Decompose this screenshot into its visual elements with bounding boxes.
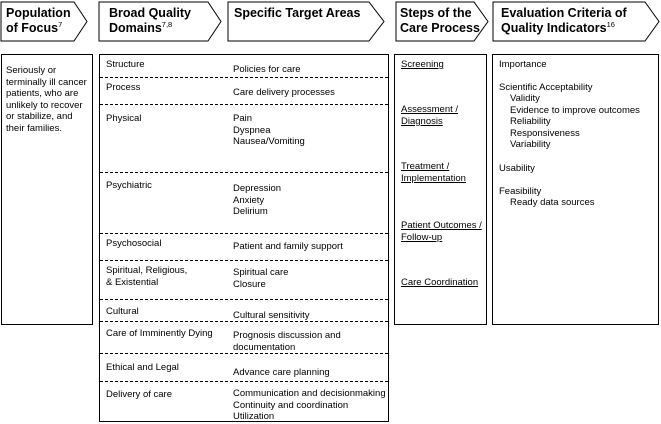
- criteria-responsiveness: Responsiveness: [510, 128, 580, 139]
- target-area-label: Cultural sensitivity: [233, 310, 310, 321]
- row-divider: [100, 260, 388, 261]
- criteria-box: Importance Scientific Acceptability Vali…: [492, 54, 659, 325]
- domain-label: Physical: [106, 113, 142, 124]
- population-header-line2: of Focus7: [6, 19, 63, 35]
- domains-header-line2: Domains7,8: [109, 19, 173, 35]
- steps-header: Steps of the Care Process: [400, 6, 480, 36]
- row-divider: [100, 77, 388, 78]
- criteria-usability: Usability: [499, 163, 535, 174]
- target-area-label: Communication and decisionmaking: [233, 388, 386, 399]
- domain-label: Care of Imminently Dying: [106, 328, 213, 339]
- criteria-variability: Variability: [510, 139, 551, 150]
- targets-header-line1: Specific Target Areas: [234, 6, 361, 20]
- care-step-label: Follow-up: [401, 231, 443, 243]
- criteria-feasibility: Feasibility: [499, 186, 542, 197]
- target-area-label: Policies for care: [233, 64, 301, 75]
- steps-header-line1: Steps of the: [400, 6, 472, 20]
- target-area-label: documentation: [233, 341, 296, 353]
- population-text: Seriously or terminally ill cancer patie…: [6, 65, 87, 134]
- row-divider: [100, 299, 388, 300]
- row-divider: [100, 381, 388, 382]
- criteria-ready-data: Ready data sources: [510, 197, 595, 208]
- criteria-evidence: Evidence to improve outcomes: [510, 105, 640, 116]
- target-area-label: Closure: [233, 278, 266, 290]
- target-area-label: Continuity and coordination: [233, 399, 349, 411]
- target-area-label: Depression: [233, 183, 282, 194]
- row-divider: [100, 353, 388, 354]
- population-header-line1: Population: [6, 6, 71, 20]
- target-area-label: Dyspnea: [233, 124, 271, 136]
- criteria-scientific: Scientific Acceptability: [499, 82, 593, 93]
- target-area-label: Care delivery processes: [233, 87, 335, 98]
- criteria-reliability: Reliability: [510, 116, 551, 127]
- domain-label: Structure: [106, 59, 145, 70]
- criteria-importance: Importance: [499, 59, 547, 70]
- row-divider: [100, 104, 388, 105]
- care-step-label: Screening: [401, 59, 444, 70]
- population-header-arrow: [0, 1, 88, 42]
- criteria-header-line1: Evaluation Criteria of: [501, 6, 627, 20]
- care-step-label: Assessment /: [401, 104, 459, 115]
- criteria-validity: Validity: [510, 93, 540, 104]
- domain-label: Cultural: [106, 306, 139, 317]
- domain-label: Process: [106, 82, 141, 93]
- care-step-label: Patient Outcomes /: [401, 220, 482, 231]
- row-divider: [100, 233, 388, 234]
- care-step-label: Implementation: [401, 172, 466, 184]
- criteria-header: Evaluation Criteria of Quality Indicator…: [501, 6, 627, 36]
- row-divider: [100, 321, 388, 322]
- target-area-label: Advance care planning: [233, 367, 330, 378]
- domains-header-arrow: [98, 1, 222, 42]
- criteria-header-arrow: [492, 1, 660, 42]
- domain-label: Psychosocial: [106, 238, 162, 249]
- care-step-label: Diagnosis: [401, 115, 443, 127]
- domain-label: & Existential: [106, 276, 159, 288]
- target-area-label: Spiritual care: [233, 267, 289, 278]
- criteria-header-line2: Quality Indicators16: [501, 19, 615, 35]
- steps-header-arrow: [395, 1, 489, 42]
- care-step-label: Treatment /: [401, 161, 450, 172]
- steps-header-line2: Care Process: [400, 21, 480, 35]
- population-box: Seriously or terminally ill cancer patie…: [1, 54, 93, 325]
- domains-header-line1: Broad Quality: [109, 6, 191, 20]
- domain-label: Psychiatric: [106, 180, 152, 191]
- population-header: Population of Focus7: [6, 6, 71, 36]
- target-area-label: Nausea/Vomiting: [233, 136, 305, 147]
- target-area-label: Anxiety: [233, 194, 265, 206]
- domains-header: Broad Quality Domains7,8: [109, 6, 191, 36]
- domain-label: Ethical and Legal: [106, 362, 179, 373]
- targets-header: Specific Target Areas: [234, 6, 360, 21]
- domain-label: Spiritual, Religious,: [106, 265, 188, 276]
- row-divider: [100, 172, 388, 173]
- targets-header-arrow: [227, 1, 385, 42]
- domain-label: Delivery of care: [106, 389, 172, 400]
- care-step-label: Care Coordination: [401, 277, 479, 288]
- target-area-label: Delirium: [233, 206, 268, 217]
- target-area-label: Patient and family support: [233, 241, 343, 252]
- target-area-label: Pain: [233, 113, 253, 124]
- target-area-label: Prognosis discussion and: [233, 330, 341, 341]
- target-area-label: Utilization: [233, 411, 275, 422]
